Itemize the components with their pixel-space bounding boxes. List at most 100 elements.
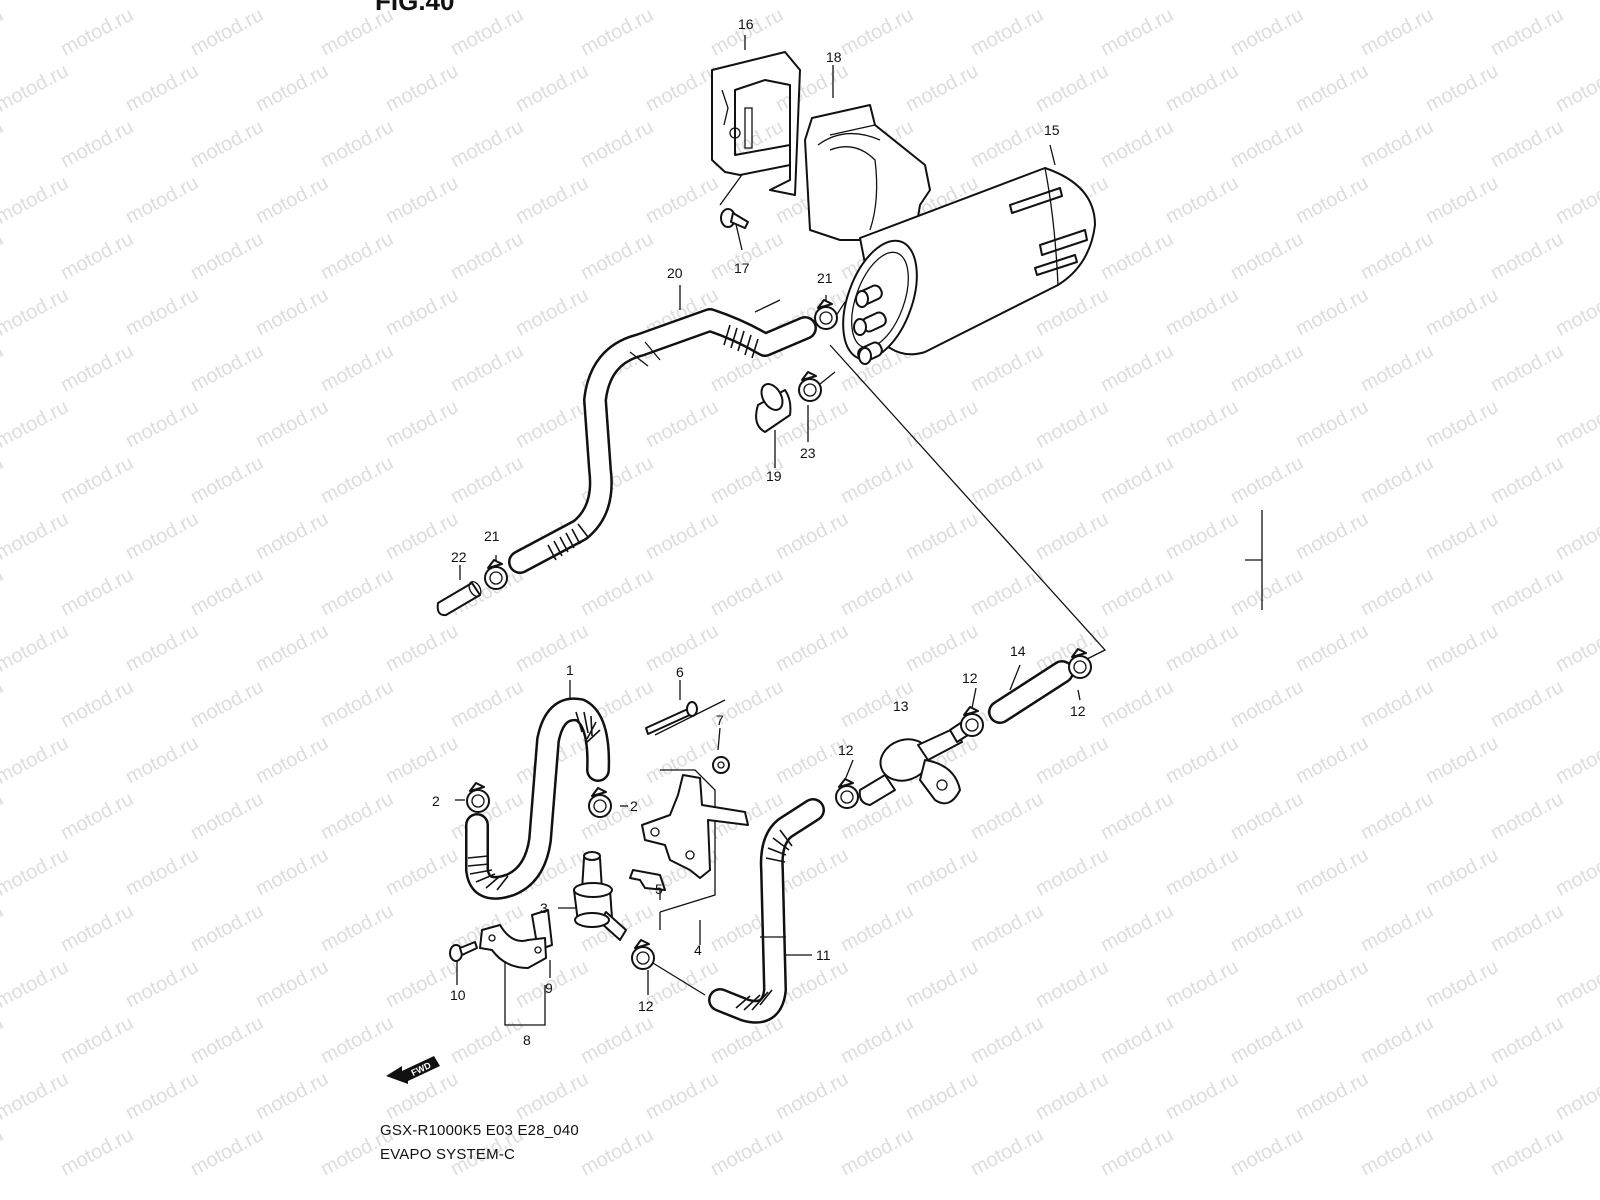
watermark-text: motod.ru [252,60,332,116]
watermark-text: motod.ru [1097,452,1177,508]
watermark-text: motod.ru [382,172,462,228]
watermark-text: motod.ru [1357,116,1437,172]
watermark-text: motod.ru [57,1124,137,1180]
watermark-text: motod.ru [0,564,7,620]
watermark-text: motod.ru [642,1068,722,1124]
watermark-text: motod.ru [122,60,202,116]
clamp-2-left [466,782,490,813]
watermark-text: motod.ru [122,844,202,900]
watermark-text: motod.ru [1357,452,1437,508]
watermark-text: motod.ru [187,676,267,732]
clip-5 [629,869,666,891]
watermark-text: motod.ru [1097,228,1177,284]
watermark-text: motod.ru [1097,1012,1177,1068]
watermark-text: motod.ru [837,452,917,508]
watermark-text: motod.ru [1292,60,1372,116]
watermark-text: motod.ru [252,508,332,564]
watermark-text: motod.ru [512,172,592,228]
watermark-text: motod.ru [0,788,7,844]
callout-23: 23 [800,445,816,461]
watermark-text: motod.ru [902,844,982,900]
watermark-text: motod.ru [837,1012,917,1068]
watermark-text: motod.ru [317,340,397,396]
watermark-text: motod.ru [1032,1068,1112,1124]
watermark-text: motod.ru [1487,228,1567,284]
watermark-text: motod.ru [1422,1068,1502,1124]
watermark-text: motod.ru [837,1124,917,1180]
watermark-text: motod.ru [0,172,72,228]
watermark-text: motod.ru [1292,732,1372,788]
watermark-text: motod.ru [1292,1068,1372,1124]
watermark-text: motod.ru [1357,340,1437,396]
watermark-text: motod.ru [902,956,982,1012]
watermark-text: motod.ru [382,0,462,4]
clamp-2-right [588,787,612,818]
watermark-text: motod.ru [1097,340,1177,396]
watermark-text: motod.ru [512,396,592,452]
watermark-text: motod.ru [1487,900,1567,956]
watermark-text: motod.ru [1487,340,1567,396]
callout-22: 22 [451,549,467,565]
system-name: EVAPO SYSTEM-C [380,1146,516,1163]
watermark-text: motod.ru [1552,396,1600,452]
watermark-text: motod.ru [1032,396,1112,452]
watermark-text: motod.ru [642,396,722,452]
watermark-text: motod.ru [1487,564,1567,620]
watermark-text: motod.ru [1292,284,1372,340]
watermark-text: motod.ru [0,452,7,508]
watermark-text: motod.ru [1357,1124,1437,1180]
valve-3 [573,851,627,941]
watermark-text: motod.ru [1552,284,1600,340]
watermark-text: motod.ru [382,956,462,1012]
watermark-text: motod.ru [57,340,137,396]
watermark-text: motod.ru [1357,4,1437,60]
watermark-text: motod.ru [252,620,332,676]
watermark-text: motod.ru [1422,844,1502,900]
callout-9: 9 [545,980,553,996]
watermark-text: motod.ru [0,1124,7,1180]
watermark-text: motod.ru [1227,564,1307,620]
watermark-text: motod.ru [1552,620,1600,676]
watermark-text: motod.ru [187,340,267,396]
watermark-text: motod.ru [772,508,852,564]
watermark-text: motod.ru [0,4,7,60]
callout-3: 3 [540,900,548,916]
valve-13 [858,721,969,806]
watermark-text: motod.ru [1032,844,1112,900]
watermark-text: motod.ru [1357,564,1437,620]
watermark-text: motod.ru [57,4,137,60]
watermark-text: motod.ru [382,620,462,676]
watermark-text: motod.ru [707,1124,787,1180]
watermark-text: motod.ru [0,60,72,116]
watermark-text: motod.ru [122,732,202,788]
watermark-text: motod.ru [317,564,397,620]
watermark-text: motod.ru [1552,60,1600,116]
watermark-text: motod.ru [967,116,1047,172]
watermark-text: motod.ru [187,4,267,60]
watermark-text: motod.ru [512,1068,592,1124]
watermark-text: motod.ru [252,844,332,900]
watermark-text: motod.ru [252,956,332,1012]
callout-1: 1 [566,662,574,678]
watermark-text: motod.ru [0,676,7,732]
watermark-text: motod.ru [317,452,397,508]
watermark-text: motod.ru [317,900,397,956]
hose-1 [465,697,611,900]
callout-5: 5 [655,881,663,897]
watermark-text: motod.ru [1422,0,1502,4]
watermark-text: motod.ru [1552,1068,1600,1124]
watermark-text: motod.ru [707,564,787,620]
watermark-text: motod.ru [1162,732,1242,788]
watermark-text: motod.ru [57,788,137,844]
watermark-text: motod.ru [512,284,592,340]
watermark-text: motod.ru [707,4,787,60]
watermark-text: motod.ru [1422,732,1502,788]
watermark-text: motod.ru [0,116,7,172]
watermark-text: motod.ru [1552,844,1600,900]
watermark-text: motod.ru [1227,1124,1307,1180]
watermark-text: motod.ru [1162,508,1242,564]
watermark-text: motod.ru [967,1012,1047,1068]
watermark-text: motod.ru [122,956,202,1012]
bracket-16 [711,51,801,196]
pin-6 [645,701,698,735]
